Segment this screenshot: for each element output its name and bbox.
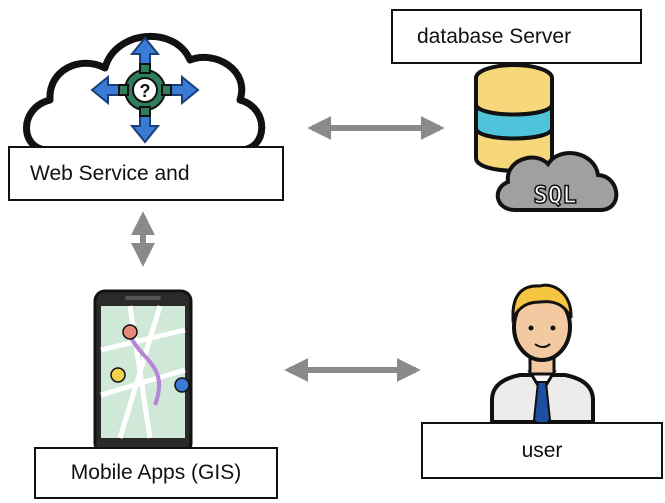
web-service-label-box: Web Service and	[8, 146, 284, 201]
user-label: user	[521, 438, 563, 462]
mobile-apps-label-box: Mobile Apps (GIS)	[34, 447, 278, 499]
database-sql-icon: SQL	[474, 63, 619, 212]
cloud-gear-icon: ?	[23, 33, 266, 154]
user-avatar-icon	[490, 283, 595, 430]
database-server-label: database Server	[417, 24, 572, 48]
user-label-box: user	[421, 422, 663, 479]
web-service-label: Web Service and	[30, 161, 190, 185]
smartphone-map-icon	[93, 289, 193, 455]
mobile-apps-label: Mobile Apps (GIS)	[70, 461, 242, 484]
svg-text:?: ?	[140, 81, 151, 101]
sql-text: SQL	[533, 181, 576, 209]
database-server-label-box: database Server	[391, 9, 642, 64]
